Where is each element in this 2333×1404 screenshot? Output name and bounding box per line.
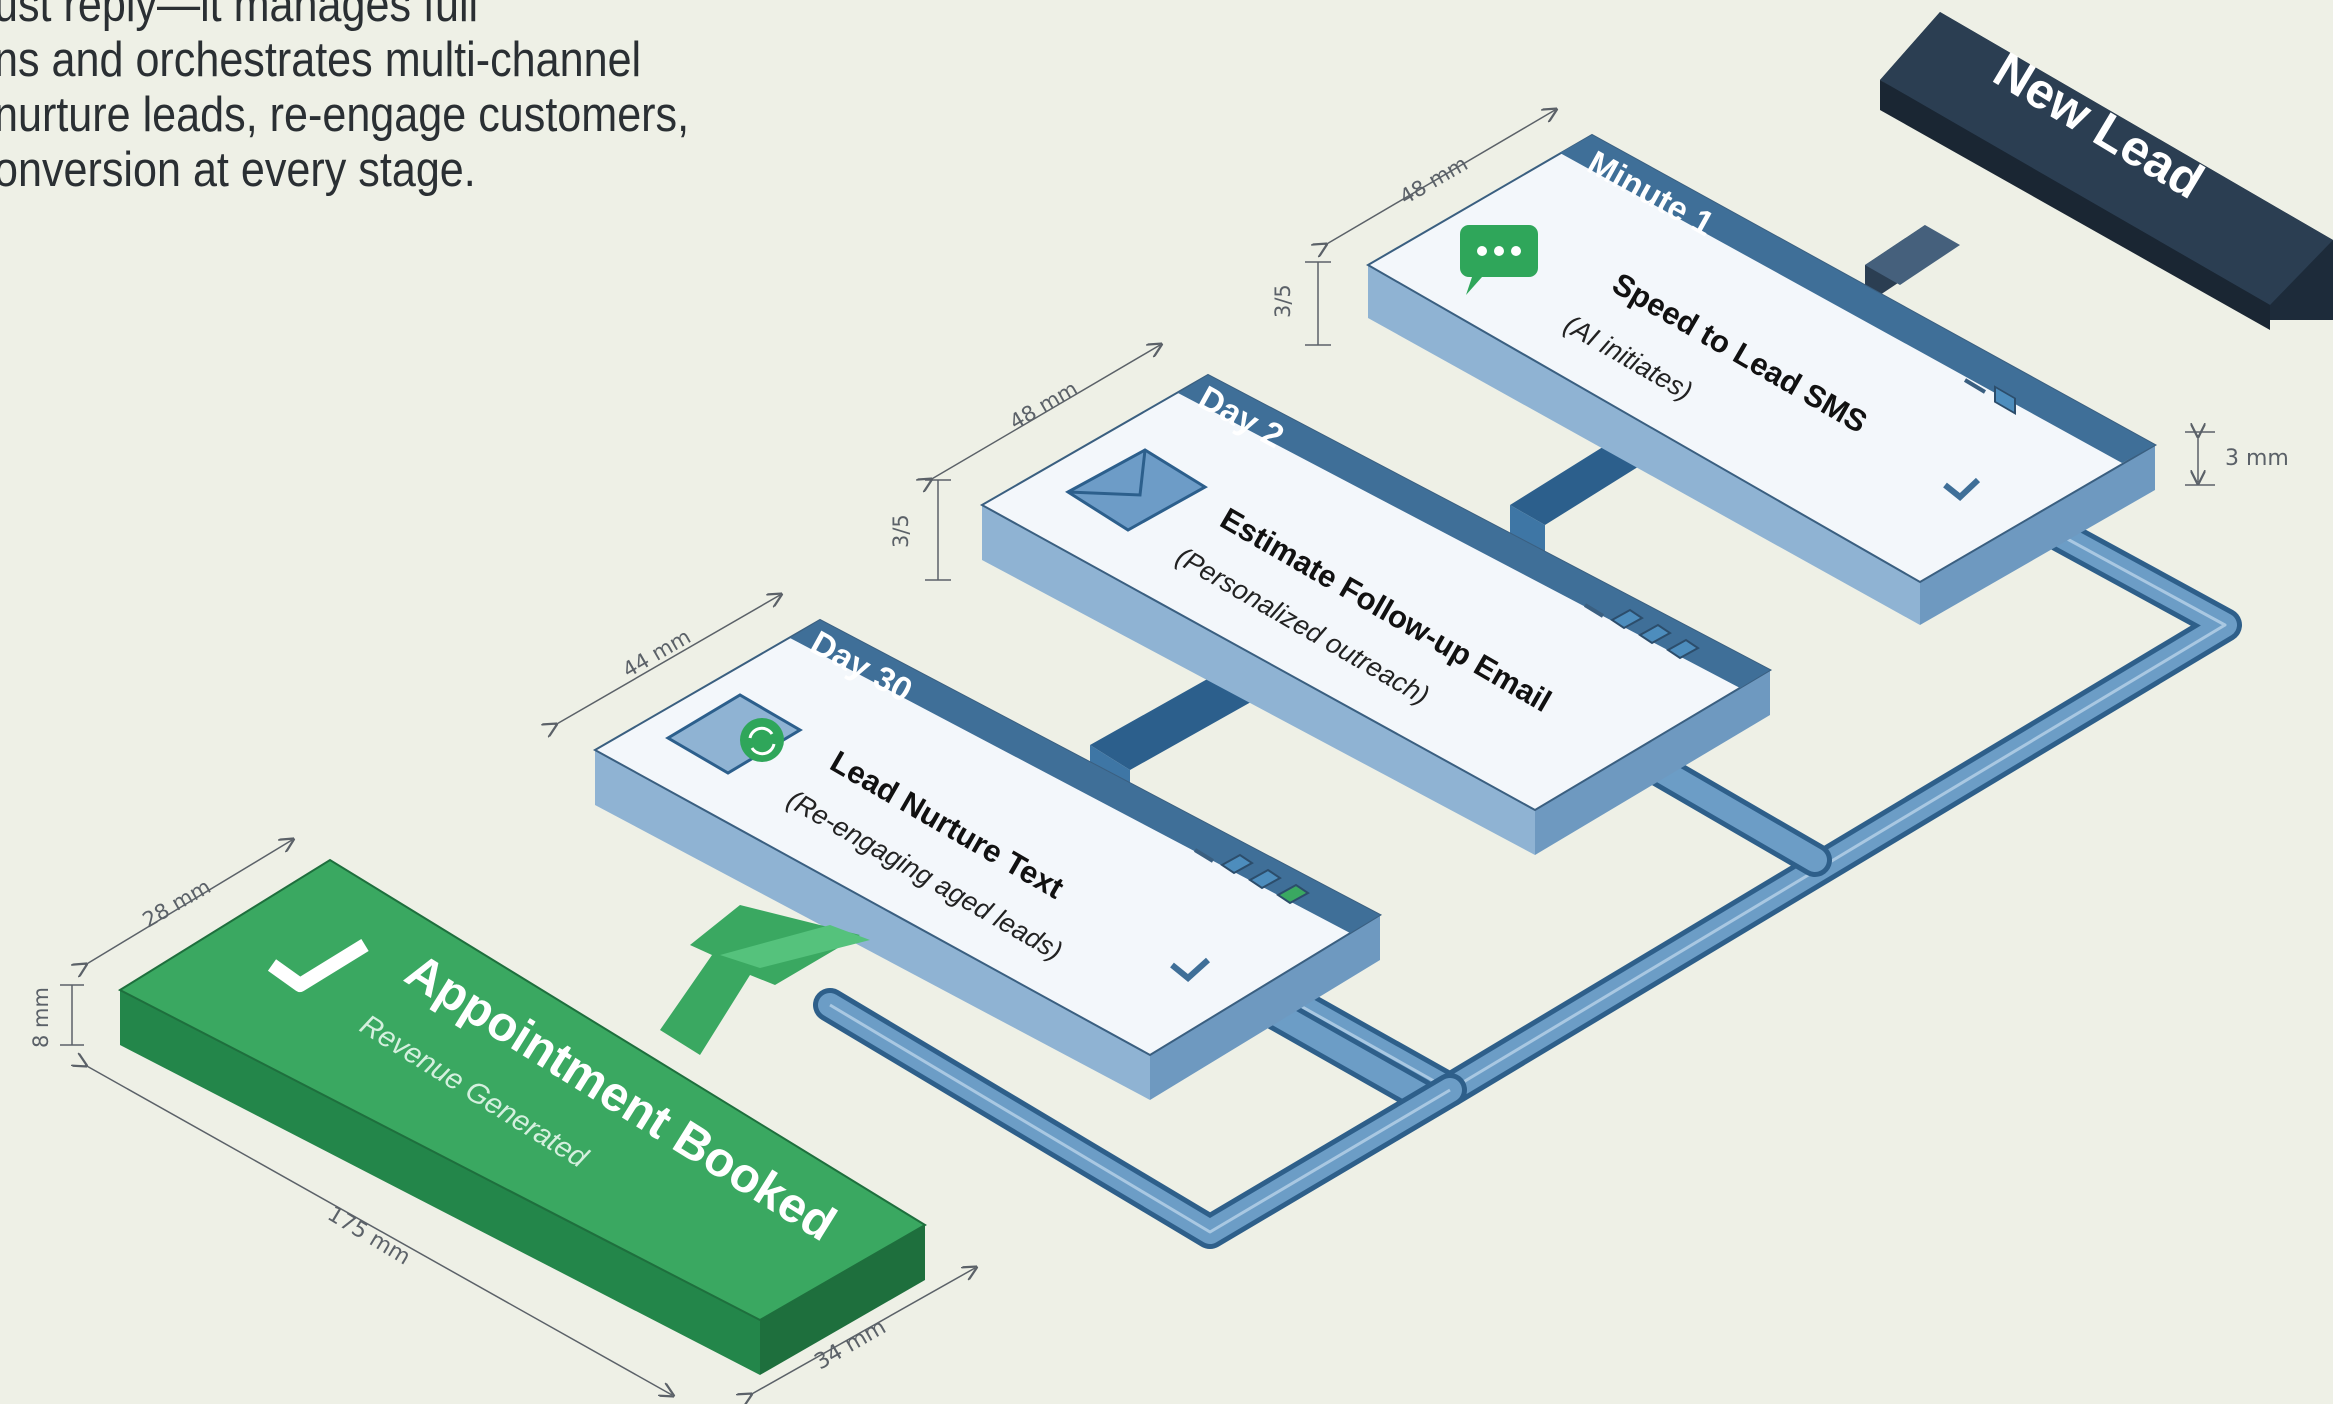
arrow-to-outcome: [660, 905, 870, 1055]
dim-label: 48 mm: [1396, 151, 1472, 209]
dim-label: 3 mm: [2225, 446, 2289, 471]
intro-line: ust reply—it manages full: [0, 0, 479, 32]
step-card-day30[interactable]: Day 30 Lead Nurture Text (Re-engaging ag…: [592, 618, 1383, 1100]
dim-label: 48 mm: [1006, 376, 1082, 434]
window-controls: [1193, 848, 1310, 905]
dimension-annotations: [60, 110, 2215, 1395]
dim-label: 44 mm: [619, 624, 695, 682]
new-lead-trigger[interactable]: New Lead: [1880, 12, 2333, 330]
window-controls: [1583, 603, 1700, 660]
intro-line: onversion at every stage.: [0, 143, 476, 197]
chevron-down-icon[interactable]: [1170, 957, 1211, 982]
window-controls: [1963, 378, 2016, 415]
dim-label: 3/5: [1271, 284, 1295, 318]
chevron-down-icon[interactable]: [1943, 477, 1981, 501]
dim-label: 3/5: [889, 514, 913, 548]
pipe-network: [813, 518, 2242, 1249]
intro-line: ns and orchestrates multi-channel: [0, 33, 642, 87]
dim-label: 8 mm: [29, 987, 53, 1048]
dim-label: 175 mm: [323, 1202, 415, 1271]
intro-line: nurture leads, re-engage customers,: [0, 88, 690, 142]
dim-label: 28 mm: [139, 874, 215, 932]
step-card-minute1[interactable]: Minute 1 Speed to Lead SMS (AI initiates…: [1365, 133, 2158, 625]
intro-paragraph: ust reply—it manages full ns and orchest…: [0, 0, 751, 198]
step-card-day2[interactable]: Day 2 Estimate Follow-up Email (Personal…: [979, 373, 1773, 855]
